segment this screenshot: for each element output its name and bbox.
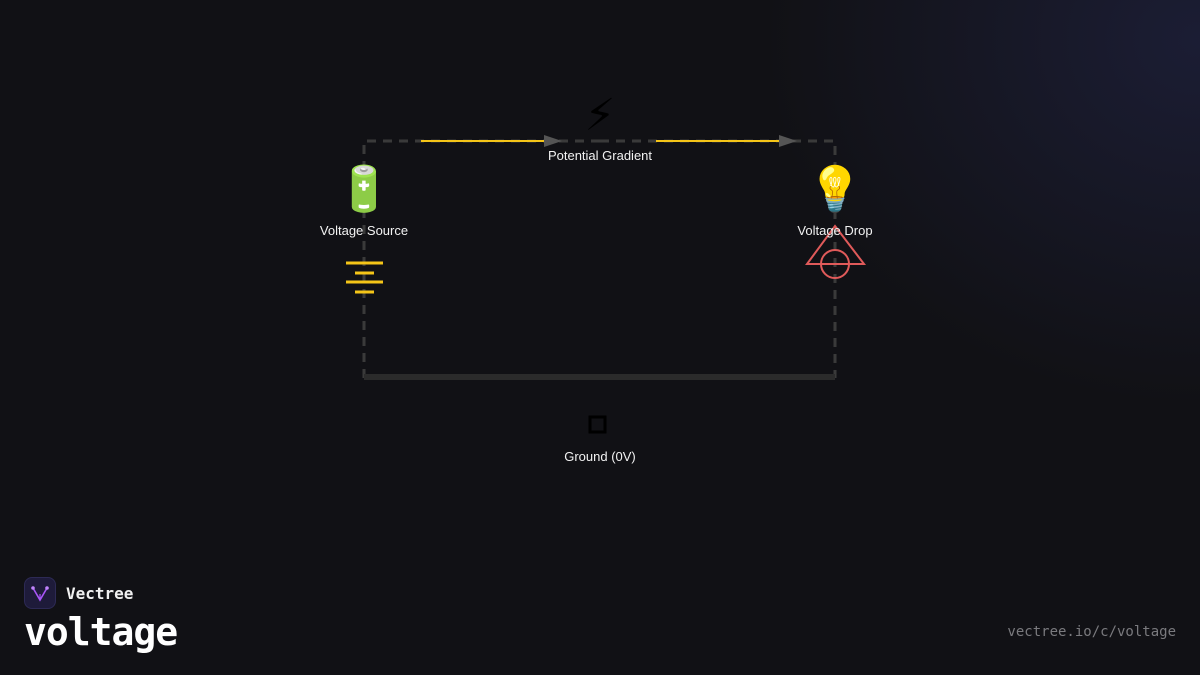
battery-symbol-icon [346,261,383,294]
wire-top-left [362,139,600,378]
voltage-source-label: Voltage Source [319,223,409,238]
ground-label: Ground (0V) [564,449,636,464]
brand-name: Vectree [66,583,134,603]
lightning-icon: ⚡ [584,90,616,141]
brand: Vectree [24,577,133,609]
topic-title: voltage [24,610,178,654]
load-symbol-icon [805,224,867,279]
wire-top-right [600,139,837,378]
voltage-drop-label: Voltage Drop [797,223,873,238]
arrow-left-icon [544,135,562,147]
battery-icon: 🔋 [336,164,392,215]
ground-square-icon [588,415,607,434]
potential-gradient-label: Potential Gradient [547,148,653,163]
vectree-logo-icon [24,577,56,609]
lightbulb-icon: 💡 [807,164,863,215]
arrow-right-icon [779,135,797,147]
topic-url: vectree.io/c/voltage [1007,624,1176,640]
